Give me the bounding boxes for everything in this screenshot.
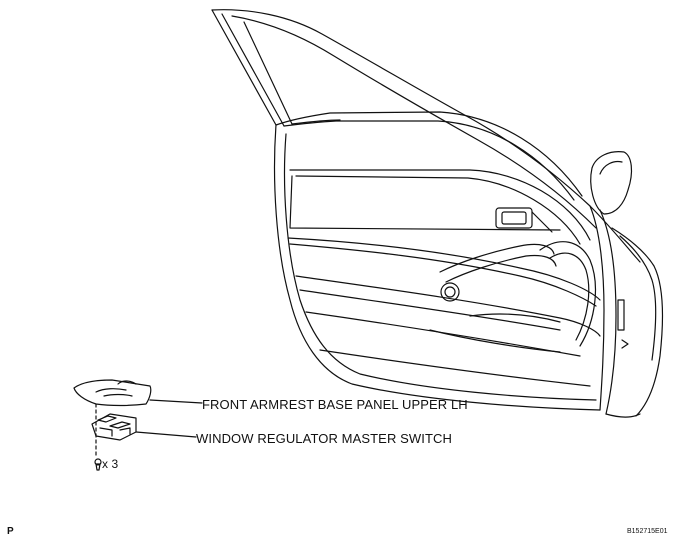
door-window-frame <box>211 9 641 263</box>
door-edge <box>589 151 664 418</box>
armrest-panel-part <box>73 379 203 407</box>
corner-mark: P <box>7 526 14 537</box>
callout-armrest-panel: FRONT ARMREST BASE PANEL UPPER LH <box>202 397 468 412</box>
screw-icon <box>94 458 102 471</box>
door-panel <box>273 124 601 411</box>
screw-quantity: x 3 <box>102 457 119 471</box>
master-switch-part <box>91 413 197 441</box>
figure-reference: B152715E01 <box>627 528 668 535</box>
callout-master-switch: WINDOW REGULATOR MASTER SWITCH <box>196 431 453 446</box>
